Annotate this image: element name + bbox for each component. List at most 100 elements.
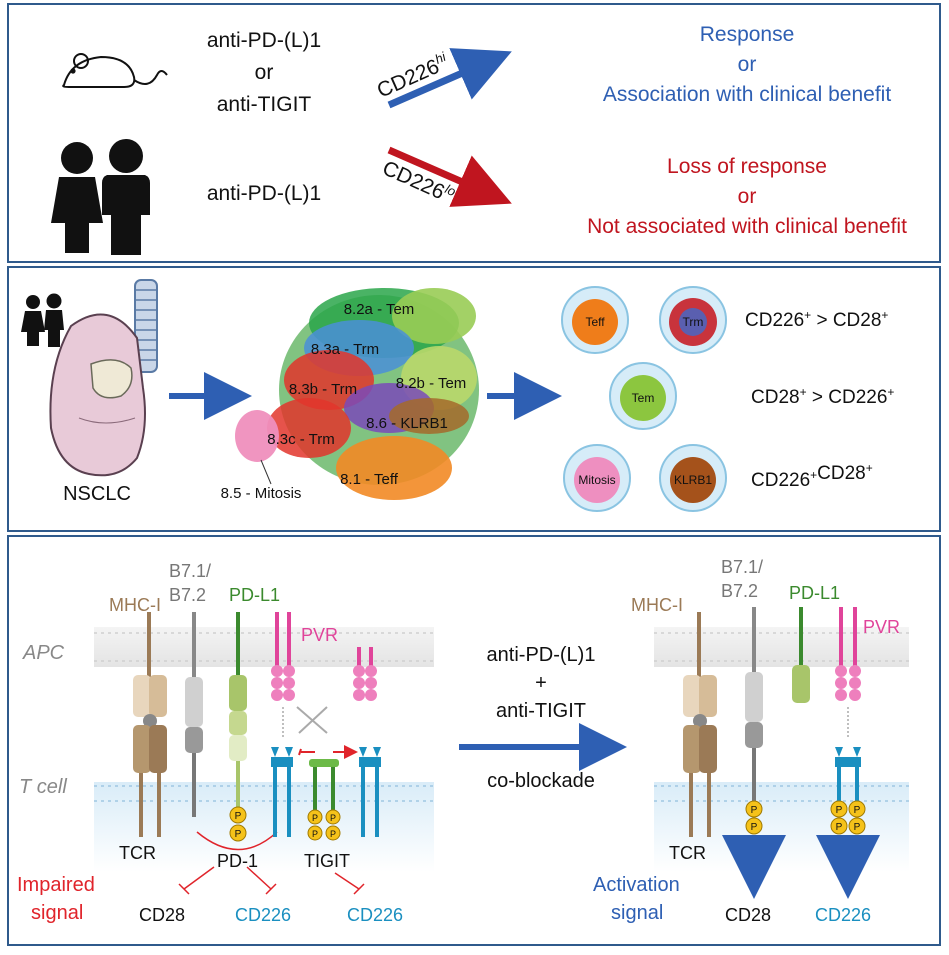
pd1-inhibition-arc <box>196 831 278 851</box>
mhc-tcr-complex-right <box>683 612 717 837</box>
panel-tcell-clusters: NSCLC 8.2a - Tem 8.3a - Trm 8.2b - Tem 8… <box>7 266 941 532</box>
tigit-block-bar <box>298 748 302 756</box>
cd226-label-left-1: CD226 <box>235 905 291 925</box>
tcr-label-left: TCR <box>119 843 156 863</box>
lung-icon <box>49 279 158 477</box>
svg-text:P: P <box>751 805 758 816</box>
drug-text-2: anti-TIGIT <box>217 93 312 116</box>
outcome-lo-or: or <box>738 185 757 208</box>
outcome-lo-1: Loss of response <box>667 155 827 178</box>
umap-plot <box>235 288 479 500</box>
binding-arrow <box>298 706 328 734</box>
activation-label: Activation <box>593 874 680 896</box>
phospho-pd1: P P <box>229 806 247 842</box>
pvr-left-1 <box>271 612 295 701</box>
people-small-icon <box>21 293 64 347</box>
svg-text:Tem: Tem <box>632 391 655 405</box>
tcell-label: T cell <box>19 776 67 798</box>
tissue-label: NSCLC <box>63 483 131 505</box>
pdl1-label-right: PD-L1 <box>789 583 840 603</box>
tcell-lipid-dots-left <box>94 785 434 802</box>
b7-label-left: B7.1/ <box>169 561 211 581</box>
drug-text-3: anti-PD-(L)1 <box>207 182 321 205</box>
tcell-lipid-dots-right <box>654 785 909 802</box>
mhc-tcr-complex-left <box>133 612 167 837</box>
cell-klrb1: KLRB1 <box>659 444 727 512</box>
pd1-label: PD-1 <box>217 851 258 871</box>
b7-cd28-left <box>185 612 203 817</box>
drug-text-or: or <box>255 61 274 84</box>
pdl1-label-left: PD-L1 <box>229 585 280 605</box>
phospho-cd28-right: P P <box>745 800 763 835</box>
cd226-left-2 <box>359 747 381 837</box>
cd28-label-right: CD28 <box>725 905 771 925</box>
svg-text:P: P <box>330 813 336 823</box>
svg-text:Trm: Trm <box>683 315 704 329</box>
pvr-label-left: PVR <box>301 625 338 645</box>
people-icon <box>51 139 150 255</box>
inhibition-lines <box>178 866 365 895</box>
drug-text-1: anti-PD-(L)1 <box>207 29 321 52</box>
apc-label: APC <box>22 642 65 664</box>
mouse-icon <box>62 53 168 88</box>
impaired-label-2: signal <box>31 902 83 924</box>
phospho-tigit: P P P P <box>307 809 341 841</box>
mhc-label-right: MHC-I <box>631 595 683 615</box>
middle-drug-2: anti-TIGIT <box>496 700 586 722</box>
svg-text:P: P <box>854 822 861 833</box>
cd28-label-left: CD28 <box>139 905 185 925</box>
outcome-hi-or: or <box>738 53 757 76</box>
mitosis-leader-line <box>260 459 272 485</box>
cd226-right <box>835 747 861 802</box>
cluster-label: 8.6 - KLRB1 <box>366 415 448 432</box>
cell-mitosis: Mitosis <box>563 444 631 512</box>
mhc-label-left: MHC-I <box>109 595 161 615</box>
b7-cd28-right <box>745 607 763 802</box>
svg-text:P: P <box>836 822 843 833</box>
cluster-label: 8.1 - Teff <box>340 471 399 488</box>
pdl1-pd1-left <box>229 612 247 807</box>
outcome-hi-1: Response <box>700 23 795 46</box>
svg-text:P: P <box>312 813 318 823</box>
ratio-3: CD226+CD28+ <box>751 461 873 491</box>
svg-text:Mitosis: Mitosis <box>578 473 615 487</box>
tigit-label: TIGIT <box>304 851 350 871</box>
arrow-cd226-hi <box>387 48 512 109</box>
cell-trm: Trm <box>659 286 727 354</box>
b7-label-right: B7.1/ <box>721 557 763 577</box>
cd226-label-right: CD226 <box>815 905 871 925</box>
svg-text:P: P <box>854 805 861 816</box>
pdl1-right <box>792 607 810 703</box>
cd226-left-1 <box>271 747 293 837</box>
cell-teff: Teff <box>561 286 629 354</box>
pvr-right <box>835 607 861 701</box>
cell-tem: Tem <box>609 362 677 430</box>
svg-text:P: P <box>751 822 758 833</box>
impaired-label: Impaired <box>17 874 95 896</box>
panel-signaling: APC T cell B7.1/ B7.2 MHC-I PD-L1 PVR TC… <box>7 535 941 946</box>
cluster-label: 8.3a - Trm <box>311 341 379 358</box>
svg-text:Teff: Teff <box>585 315 605 329</box>
phospho-cd226-right: P P P P <box>830 800 866 835</box>
outcome-hi-2: Association with clinical benefit <box>603 83 891 106</box>
cluster-label: 8.3b - Trm <box>289 381 357 398</box>
cd226-label-left-2: CD226 <box>347 905 403 925</box>
ratio-2: CD28+ > CD226+ <box>751 385 894 408</box>
outcome-lo-2: Not associated with clinical benefit <box>587 215 907 238</box>
svg-text:P: P <box>235 829 242 840</box>
middle-plus: + <box>535 672 547 694</box>
apc-lipid-dots-right <box>654 632 909 662</box>
panel-clinical-response: anti-PD-(L)1 or anti-TIGIT anti-PD-(L)1 … <box>7 3 941 263</box>
pvr-label-right: PVR <box>863 617 900 637</box>
pvr-left-2 <box>353 647 377 701</box>
svg-text:P: P <box>836 805 843 816</box>
cluster-label: 8.2a - Tem <box>344 301 415 318</box>
tcr-label-right: TCR <box>669 843 706 863</box>
cluster-label: 8.5 - Mitosis <box>221 485 302 502</box>
ratio-1: CD226+ > CD28+ <box>745 308 888 331</box>
middle-coblockade: co-blockade <box>487 770 595 792</box>
tigit-receptor <box>309 759 339 812</box>
svg-text:KLRB1: KLRB1 <box>674 473 712 487</box>
cluster-label: 8.2b - Tem <box>396 375 467 392</box>
panel-1-canvas: anti-PD-(L)1 or anti-TIGIT anti-PD-(L)1 … <box>51 23 907 255</box>
